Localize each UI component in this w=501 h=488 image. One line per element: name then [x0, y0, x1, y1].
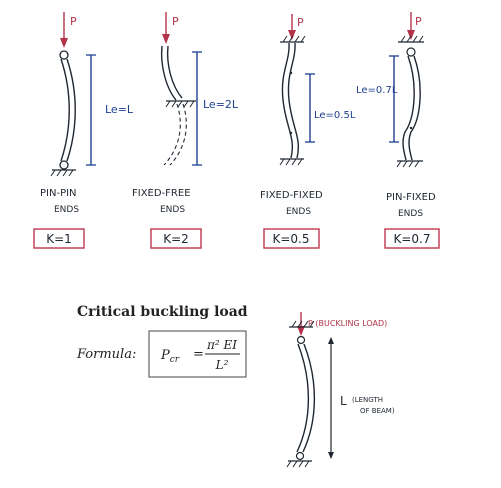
load-label: P: [297, 16, 304, 29]
end-condition-label: PIN-PIN: [40, 188, 77, 199]
formula-box: [148, 330, 247, 378]
case-pin-fixed: P Le=0.7L PIN-FIXED ENDS K=0.7: [356, 12, 440, 249]
inflection-point: [409, 126, 413, 130]
load-arrow-head: [60, 38, 68, 48]
column-right-edge: [287, 42, 299, 159]
effective-length-label: Le=L: [105, 103, 134, 116]
case-pin-pin: P Le=L PIN-PIN ENDS K=1: [33, 12, 134, 249]
formula-numerator: π² EI: [206, 338, 237, 352]
inflection-point: [289, 71, 293, 75]
load-arrow-head: [297, 326, 305, 336]
formula-equals: =: [193, 347, 204, 362]
end-condition-sub: ENDS: [286, 207, 311, 217]
effective-length-label: Le=0.5L: [314, 110, 356, 121]
pin-top-icon: [59, 50, 69, 60]
column-right-edge: [166, 45, 183, 99]
section-title: Critical buckling load: [77, 304, 248, 320]
k-factor-label: K=0.5: [272, 232, 309, 246]
end-condition-label: FIXED-FREE: [132, 188, 191, 199]
pin-top-icon: [296, 335, 306, 345]
formula-denominator: L²: [215, 358, 229, 372]
load-arrow-head: [162, 34, 170, 44]
column-left-edge: [402, 55, 415, 161]
k-factor-label: K=1: [46, 232, 72, 246]
end-condition-label: FIXED-FIXED: [260, 190, 323, 201]
k-factor-box: [33, 228, 85, 249]
end-condition-sub: ENDS: [160, 205, 185, 215]
beam-sketch: P (BUCKLING LOAD) L (LENGTH OF BEAM): [286, 312, 395, 468]
critical-buckling-section: Critical buckling load Formula: Pcr = π²…: [76, 304, 248, 378]
formula-lhs: Pcr: [160, 348, 180, 365]
k-factor-box: [263, 228, 320, 249]
column-left-edge: [296, 343, 310, 453]
case-fixed-free: P Le=2L FIXED-FREE ENDS K=2: [132, 12, 239, 249]
end-condition-sub: ENDS: [398, 209, 423, 219]
column-right-edge: [302, 343, 316, 453]
end-condition-sub: ENDS: [54, 205, 79, 215]
end-condition-label: PIN-FIXED: [386, 192, 436, 203]
k-factor-label: K=0.7: [393, 232, 430, 246]
load-label: P: [415, 15, 422, 28]
buckling-load-note: P (BUCKLING LOAD): [308, 319, 387, 328]
effective-length-label: Le=2L: [203, 98, 239, 111]
column-right-edge: [408, 55, 421, 161]
effective-length-label: Le=0.7L: [356, 85, 398, 96]
mirror-image-edge: [163, 103, 181, 166]
formula-label: Formula:: [76, 347, 136, 362]
length-note-line2: OF BEAM): [360, 407, 395, 415]
case-fixed-fixed: P Le=0.5L FIXED-FIXED ENDS K=0.5: [260, 14, 356, 249]
length-note-line1: (LENGTH: [352, 396, 383, 404]
pin-top-icon: [406, 47, 416, 57]
length-note-letter: L: [340, 394, 347, 408]
k-factor-box: [384, 228, 440, 249]
column-left-edge: [160, 45, 177, 101]
load-label: P: [172, 15, 179, 28]
load-arrow-head: [407, 30, 415, 40]
k-factor-label: K=2: [163, 232, 189, 246]
column-left-edge: [281, 42, 293, 159]
column-right-edge: [66, 58, 76, 162]
load-arrow-head: [288, 30, 296, 40]
inflection-point: [289, 131, 293, 135]
k-factor-box: [150, 228, 202, 249]
column-left-edge: [60, 58, 70, 162]
pin-bottom-icon: [295, 451, 305, 461]
mirror-image-edge: [169, 103, 187, 166]
load-label: P: [70, 15, 77, 28]
pin-bottom-icon: [59, 160, 69, 170]
